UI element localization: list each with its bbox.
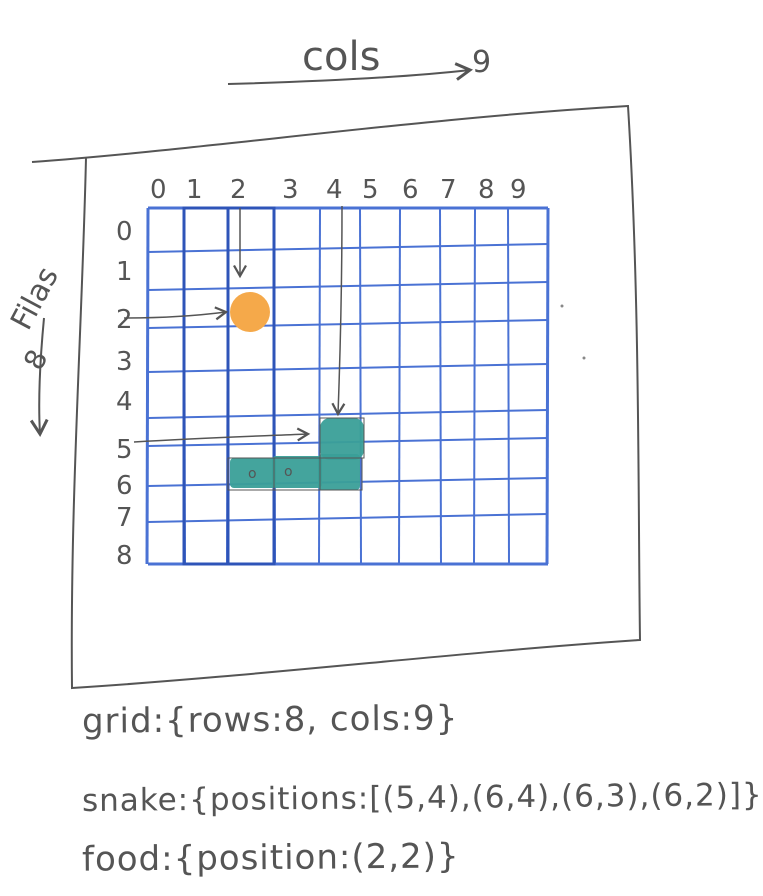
row-label: 2 [116,305,133,335]
column-label: 8 [478,175,495,205]
snake-segment-body [318,454,360,490]
row-labels: 0 1 2 3 4 5 67 8 [116,217,133,571]
grid-horizontal-line [147,409,549,419]
highlight-column-1 [182,206,230,566]
row-label: 7 [116,503,133,533]
grid-horizontal-line [147,513,549,523]
grid-horizontal-line [147,319,549,329]
snake: o o [227,417,365,491]
snake-segment-head [320,418,364,460]
outer-frame [31,104,642,690]
column-label: 1 [186,175,203,205]
grid-vertical-line [507,207,510,565]
grid-vertical-line [545,207,550,565]
column-label: 3 [282,175,299,205]
cols-label: cols [302,34,380,80]
arrow-col-4 [331,205,346,417]
snake-segment-tail [230,458,276,488]
highlight-column-2 [226,206,276,566]
column-label: 2 [230,175,247,205]
rows-label: Filas [4,261,66,335]
note-food: food:{position:(2,2)} [81,836,460,880]
cols-value: 9 [472,45,491,80]
grid-vertical-line [473,207,476,565]
snake-segment-body [272,456,322,488]
arrow-row-5 [133,427,311,443]
stray-dot [560,304,564,308]
grid-horizontal-line [147,243,549,253]
grid-vertical-line [145,207,150,565]
rows-value: 8 [17,344,55,375]
grid-vertical-line [398,207,401,565]
food [230,292,270,332]
row-label: 0 [116,217,133,247]
note-snake: snake:{positions:[(5,4),(6,4),(6,3),(6,2… [81,777,763,819]
row-label: 5 [116,435,133,465]
column-label: 0 [150,175,167,205]
snake-outline [227,457,363,491]
row-label: 4 [116,387,133,417]
grid-horizontal-line [147,363,549,373]
note-grid: grid:{rows:8, cols:9} [81,698,459,742]
snake-mark: o [284,464,293,480]
column-label: 4 [326,175,343,205]
row-label: 1 [116,257,133,287]
cols-arrow [227,62,474,85]
snake-mark: o [248,466,257,482]
grid-horizontal-line [147,281,549,291]
stray-dot [582,356,586,360]
row-label: 6 [116,471,133,501]
grid-vertical-line [359,207,362,565]
rows-arrow [29,317,49,438]
grid-vertical-line [439,207,442,565]
grid [145,206,550,566]
column-label: 5 [362,175,379,205]
row-label: 3 [116,347,133,377]
arrow-row-2 [123,306,229,321]
grid-vertical-line [318,207,321,565]
column-label: 9 [510,175,527,205]
column-label: 6 [402,175,419,205]
column-label: 7 [440,175,457,205]
row-label: 8 [116,541,133,571]
